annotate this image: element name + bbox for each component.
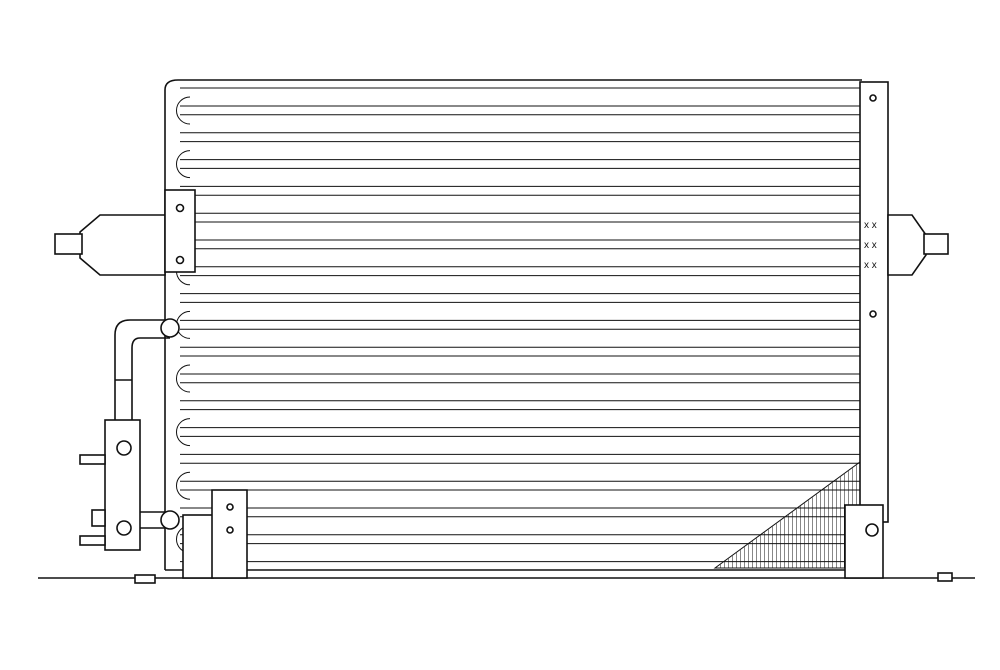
svg-text:x x: x x xyxy=(864,240,877,251)
bolt-hole xyxy=(226,526,234,534)
bolt-icon xyxy=(116,520,132,536)
tube-bend xyxy=(176,471,191,500)
core-frame xyxy=(164,79,862,570)
left-fitting xyxy=(54,233,83,255)
bolt-hole xyxy=(869,310,877,318)
stud xyxy=(79,454,106,465)
right-fitting xyxy=(923,233,949,255)
bolt-hole xyxy=(175,255,185,265)
bolt-hole xyxy=(226,503,234,511)
left-lower-bracket xyxy=(182,514,214,579)
tube-bend xyxy=(176,364,191,393)
fin-hatch xyxy=(713,461,861,569)
tube-group xyxy=(176,87,860,563)
drier-pipe xyxy=(114,319,170,420)
bolt-hole xyxy=(869,94,877,102)
svg-text:x x: x x xyxy=(864,260,877,271)
stud xyxy=(91,509,106,527)
tube-bend xyxy=(176,418,191,447)
bolt-icon xyxy=(116,440,132,456)
right-end-cap xyxy=(887,214,927,276)
x-marks: x x x x x x xyxy=(864,220,877,271)
bolt-hole xyxy=(175,203,185,213)
lower-pipe xyxy=(140,511,165,529)
foot-right xyxy=(937,572,953,582)
stud xyxy=(79,535,106,546)
left-lower-plate xyxy=(211,489,248,579)
tube-bend xyxy=(176,150,191,179)
left-end-cap xyxy=(79,214,166,276)
foot-left xyxy=(134,574,156,584)
svg-text:x x: x x xyxy=(864,220,877,231)
pipe-joint xyxy=(160,510,180,530)
right-side-plate xyxy=(859,81,889,523)
tube-bend xyxy=(176,96,191,125)
right-lower-bracket xyxy=(844,504,884,579)
bolt-icon xyxy=(865,523,879,537)
pipe-joint xyxy=(160,318,180,338)
